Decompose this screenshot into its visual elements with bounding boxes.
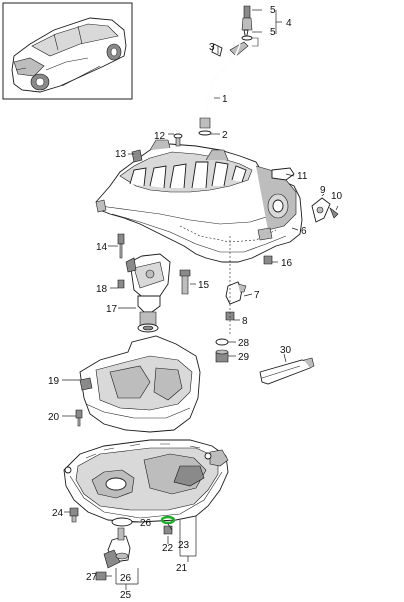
nut-27 [95,571,107,581]
callout-28: 28 [238,338,250,349]
drain-plug-22 [163,525,173,535]
callout-2: 2 [222,130,228,141]
callout-5a: 5 [270,5,276,16]
callout-26b: 26 [120,573,132,584]
callout-9: 9 [320,185,326,196]
callout-24: 24 [52,508,64,519]
dipstick-tube [198,43,241,136]
callout-1: 1 [222,94,228,105]
upper-oil-pan [95,139,303,263]
callout-22: 22 [162,543,174,554]
callout-25: 25 [120,590,132,601]
callout-labels: 5 4 5 3 1 2 12 13 11 9 10 6 14 16 15 18 … [48,5,343,601]
bolt-24 [69,507,79,523]
callout-27: 27 [86,572,98,583]
oil-level-sensor-25 [103,527,131,569]
callout-12: 12 [154,131,166,142]
callout-15: 15 [198,280,210,291]
oil-pickup-17 [137,295,161,333]
pump-bracket-18 [125,253,171,301]
sealant-tube-30 [259,357,315,385]
callout-16: 16 [281,258,293,269]
callout-13: 13 [115,149,127,160]
bolt-14 [117,233,125,259]
callout-20: 20 [48,412,60,423]
callout-8: 8 [242,316,248,327]
lower-oil-pan-21 [63,439,229,523]
callout-19: 19 [48,376,60,387]
seal-ring-11 [271,167,295,181]
callout-11: 11 [297,171,308,182]
callout-18: 18 [96,284,108,295]
callout-30: 30 [280,345,292,356]
o-ring-23 [160,515,176,525]
bracket-9-10 [311,197,339,223]
seal-ring-26 [111,517,133,527]
fittings-12-13 [131,133,183,163]
callout-21: 21 [176,563,188,574]
callout-5b: 5 [270,27,276,38]
callout-17: 17 [106,304,118,315]
plug-29 [215,349,229,363]
callout-7: 7 [254,290,260,301]
dipstick-top-assembly [211,5,259,57]
leader-lines [62,9,339,590]
callout-10: 10 [331,191,343,202]
bolt-18 [117,279,125,289]
callout-26a: 26 [140,518,152,529]
bolt-16 [263,255,273,265]
washer-28 [215,338,229,346]
callout-6: 6 [301,226,307,237]
callout-14: 14 [96,242,108,253]
bolt-15 [179,269,191,295]
callout-3: 3 [209,42,215,53]
callout-23: 23 [178,540,190,551]
oil-baffle-19 [79,335,201,433]
vehicle-inset [2,2,133,100]
suv-thumbnail-icon [11,17,127,93]
callout-4: 4 [286,18,292,29]
callout-29: 29 [238,352,250,363]
sensor-7 [225,281,247,305]
bolt-20 [75,409,83,427]
